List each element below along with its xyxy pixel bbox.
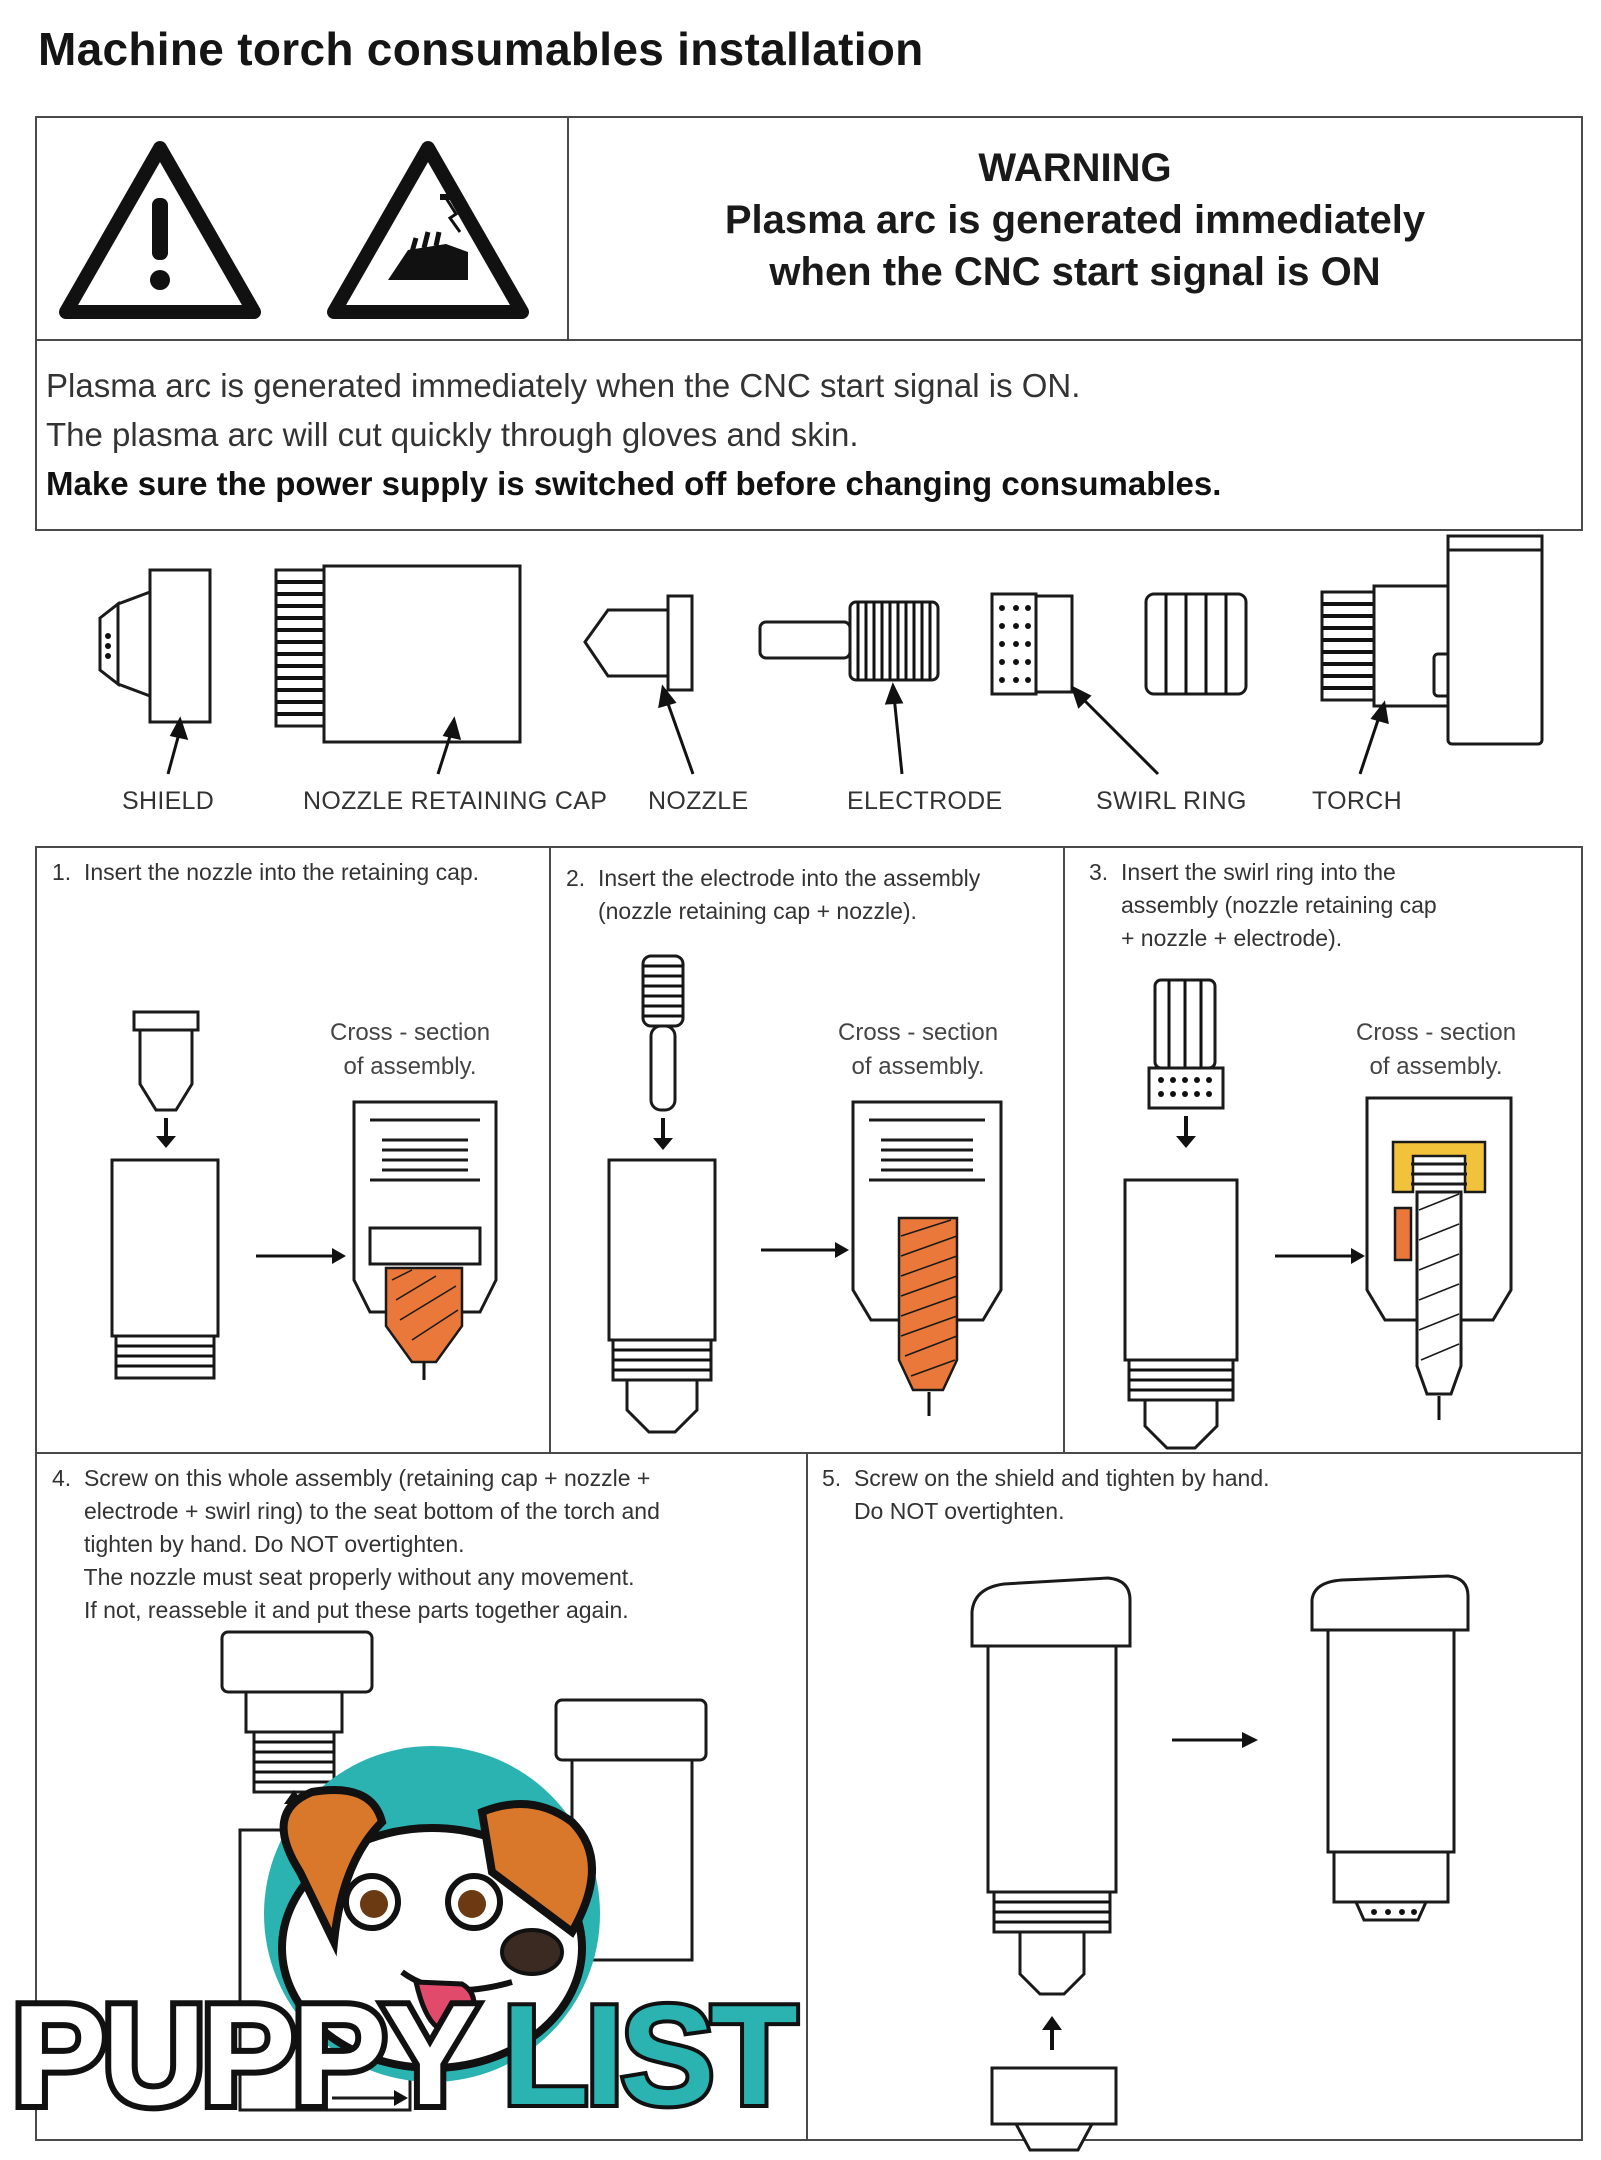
warning-divider-v [567,116,569,340]
torch-drawing [1320,534,1544,746]
step-2-text: 2. Insert the electrode into the assembl… [566,862,980,928]
logo-word-puppy: PUPPY [12,1976,476,2135]
part-label-retaining-cap: NOZZLE RETAINING CAP [303,787,608,815]
parts-diagram [98,534,1544,776]
step-2-line-2: (nozzle retaining cap + nozzle). [566,898,917,924]
step-3-cross-label: Cross - section of assembly. [1356,1016,1516,1084]
step-1-cross-label: Cross - section of assembly. [330,1016,490,1084]
steps-row-divider [35,1452,1583,1454]
step-2-line-1: 2. Insert the electrode into the assembl… [566,865,981,891]
warning-body-line-2: The plasma arc will cut quickly through … [46,416,859,453]
step-1-diagram [110,1010,498,1380]
swirl-ring-drawing [990,592,1248,696]
warning-divider-h [35,339,1583,341]
part-label-nozzle: NOZZLE [648,787,749,815]
step-3-line-1: 3. Insert the swirl ring into the [1089,859,1396,885]
cross-label-line-1: Cross - section [838,1019,999,1046]
part-label-swirl-ring: SWIRL RING [1096,787,1247,815]
shield-drawing [98,568,212,724]
warning-body-bold: Make sure the power supply is switched o… [46,465,1222,502]
warning-body: Plasma arc is generated immediately when… [46,361,1566,508]
step-5-diagram [970,1574,1470,2152]
dog-mascot [278,1786,596,2072]
steps-col-divider-3 [806,1452,808,2141]
part-label-shield: SHIELD [122,787,215,815]
step-3-line-2: assembly (nozzle retaining cap [1089,892,1437,918]
step-4-text: 4. Screw on this whole assembly (retaini… [52,1462,660,1627]
step-5-line-2: Do NOT overtighten. [822,1498,1065,1524]
step-3-diagram [1123,978,1513,1450]
logo-word-list: LIST [502,1976,797,2135]
hand-burn-hazard-icon [327,141,529,319]
page-title: Machine torch consumables installation [38,23,924,75]
cross-label-line-2: of assembly. [343,1053,477,1080]
steps-col-divider-2 [1063,846,1065,1453]
step-3-text: 3. Insert the swirl ring into the assemb… [1089,856,1437,955]
step-3-line-3: + nozzle + electrode). [1089,925,1343,951]
step-1-text: 1. Insert the nozzle into the retaining … [52,856,479,889]
step-2-cross-label: Cross - section of assembly. [838,1016,998,1084]
puppylist-logo: PUPPY LIST [6,1746,805,2141]
steps-grid [35,846,1583,2141]
cross-label-line-1: Cross - section [1356,1019,1517,1046]
part-label-electrode: ELECTRODE [847,787,1003,815]
step-4-line-2: electrode + swirl ring) to the seat bott… [52,1498,660,1524]
warning-exclamation-icon [59,141,261,319]
step-4-line-5: If not, reasseble it and put these parts… [52,1597,629,1623]
part-label-torch: TORCH [1312,787,1402,815]
cross-label-line-1: Cross - section [330,1019,491,1046]
retaining-cap-drawing [274,564,522,744]
warning-box [35,116,1583,531]
step-5-text: 5. Screw on the shield and tighten by ha… [822,1462,1270,1528]
warning-body-line-1: Plasma arc is generated immediately when… [46,367,1081,404]
warning-heading: WARNING [978,146,1172,190]
step-4-line-1: 4. Screw on this whole assembly (retaini… [52,1465,651,1491]
warning-headline-1: Plasma arc is generated immediately [724,198,1426,242]
cross-label-line-2: of assembly. [1369,1053,1503,1080]
step-1-line: 1. Insert the nozzle into the retaining … [52,859,480,885]
cross-label-line-2: of assembly. [851,1053,985,1080]
electrode-drawing [758,600,940,682]
nozzle-drawing [583,594,694,692]
steps-col-divider-1 [549,846,551,1453]
step-2-diagram [607,954,1003,1434]
warning-headline-2: when the CNC start signal is ON [769,250,1381,294]
step-4-line-4: The nozzle must seat properly without an… [52,1564,635,1590]
warning-heading-block: WARNING Plasma arc is generated immediat… [569,142,1581,298]
step-4-line-3: tighten by hand. Do NOT overtighten. [52,1531,465,1557]
step-5-line-1: 5. Screw on the shield and tighten by ha… [822,1465,1270,1491]
